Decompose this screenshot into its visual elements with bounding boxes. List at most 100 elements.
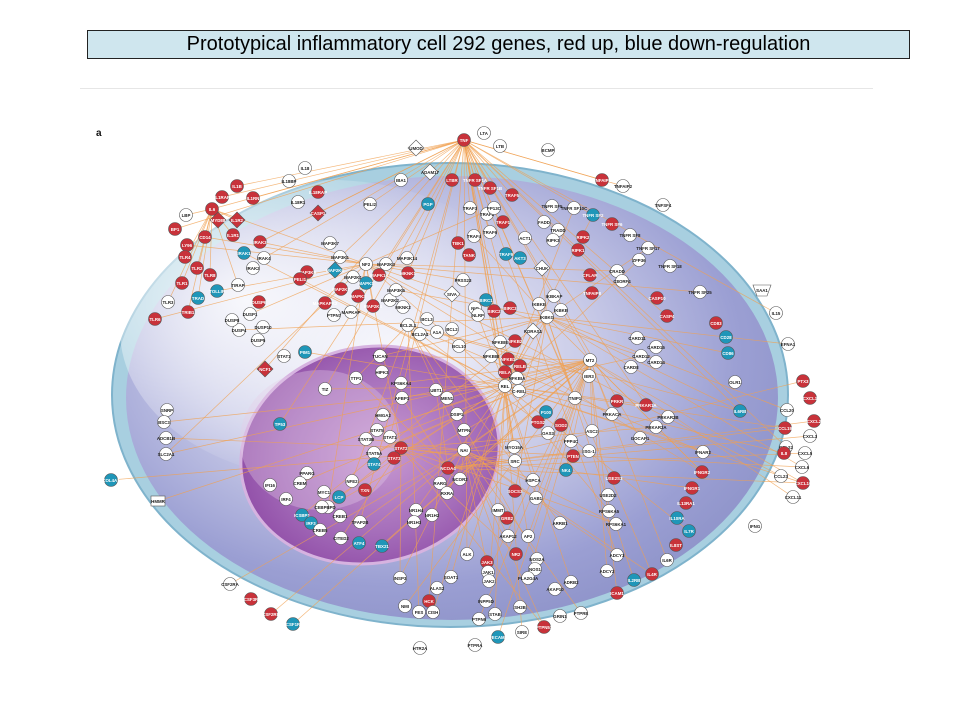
gene-node-ncoa4[interactable]: NCOA4 <box>440 461 456 475</box>
gene-node-sire[interactable]: SIRE <box>515 625 529 639</box>
gene-node-fp13c[interactable]: FP13C <box>487 201 502 215</box>
gene-node-peli2[interactable]: PELI2 <box>363 197 377 211</box>
gene-node-card15[interactable]: CARD15 <box>647 340 665 354</box>
gene-node-act1[interactable]: ACT1 <box>518 231 532 245</box>
gene-node-ptpn7[interactable]: PTPN7 <box>327 308 342 322</box>
gene-node-nlrp[interactable]: NLRP <box>471 308 485 322</box>
gene-node-adcy3[interactable]: ADCY3 <box>610 548 625 562</box>
gene-node-card14[interactable]: CARD14 <box>647 355 665 369</box>
gene-node-il1b[interactable]: IL1B <box>230 179 244 193</box>
gene-node-tradd[interactable]: TRADD <box>550 223 566 237</box>
gene-node-ptpre[interactable]: PTPRE <box>574 606 589 620</box>
gene-node-pim1[interactable]: PIM1 <box>298 345 312 359</box>
gene-node-c-rel[interactable]: C-REL <box>512 384 526 398</box>
gene-node-ncf1[interactable]: NCF1 <box>256 360 274 378</box>
gene-node-p100[interactable]: P100 <box>539 405 553 419</box>
gene-node-icam1[interactable]: ICAM1 <box>610 586 624 600</box>
gene-node-bcl2l1[interactable]: BCL2L1 <box>400 318 417 332</box>
gene-node-gab1[interactable]: GAB1 <box>529 491 543 505</box>
gene-node-fadd[interactable]: FADD <box>537 215 551 229</box>
gene-node-il2rb[interactable]: IL2RB <box>627 573 641 587</box>
gene-node-tnip1[interactable]: TNIP1 <box>568 391 582 405</box>
gene-node-tnfr-sf25[interactable]: TNFR SF25 <box>688 285 712 299</box>
gene-node-ikbke[interactable]: IKBKE <box>532 297 546 311</box>
gene-node-cd83[interactable]: CD83 <box>709 316 723 330</box>
gene-node-mt2[interactable]: MT2 <box>583 353 597 367</box>
gene-node-prss23[interactable]: PRSS23 <box>455 273 472 287</box>
gene-node-tnfsf4[interactable]: TNFSF4 <box>655 198 672 212</box>
gene-node-irak3[interactable]: IRAK3 <box>253 235 267 249</box>
gene-node-map3k14[interactable]: MAP3K14 <box>397 251 418 265</box>
gene-node-prkar1a[interactable]: PRKAR1A <box>635 398 657 412</box>
gene-node-asc2[interactable]: ASC2 <box>585 424 599 438</box>
gene-node-tnfaip8[interactable]: TNFAIP8 <box>583 286 602 300</box>
gene-node-siva[interactable]: SIVA <box>443 285 461 303</box>
gene-node-il6r[interactable]: IL6R <box>660 553 674 567</box>
gene-node-icsbp1[interactable]: ICSBP1 <box>294 508 310 522</box>
gene-node-dsip1[interactable]: DSIP1 <box>450 407 464 421</box>
gene-node-irak1[interactable]: IRAK1 <box>237 246 251 260</box>
gene-node-il13ra1[interactable]: IL13RA1 <box>677 496 695 510</box>
gene-node-tbx21[interactable]: TBX21 <box>375 539 389 553</box>
gene-node-il18r1[interactable]: IL18R1 <box>291 195 306 209</box>
gene-node-lcp[interactable]: LCP <box>332 490 346 504</box>
gene-node-cxcl5[interactable]: CXCL5 <box>798 446 813 460</box>
gene-node-nfkbia[interactable]: NFKBIA <box>509 371 526 385</box>
gene-node-ncor2[interactable]: NCOR2 <box>452 472 468 486</box>
gene-node-card12[interactable]: CARD12 <box>632 349 650 363</box>
gene-node-casp1[interactable]: CASP1 <box>309 204 327 222</box>
gene-node-tnfr-sf2[interactable]: TNFR SF2 <box>583 208 605 222</box>
gene-node-cited2[interactable]: CITED2 <box>333 531 349 545</box>
gene-node-rarg[interactable]: RARG <box>433 476 448 490</box>
gene-node-efna1[interactable]: EFNA1 <box>781 337 796 351</box>
gene-node-irak4[interactable]: IRAK4 <box>257 251 271 265</box>
gene-node-use2d2[interactable]: USE2D2 <box>599 488 617 502</box>
gene-node-ifngr1[interactable]: IFNGR1 <box>684 481 701 495</box>
gene-node-peli1[interactable]: PELI1 <box>293 272 307 286</box>
gene-node-tlr2[interactable]: TLR2 <box>190 261 204 275</box>
gene-node-lta[interactable]: LTA <box>477 126 491 140</box>
gene-node-olr1[interactable]: OLR1 <box>728 375 742 389</box>
gene-node-traf9[interactable]: TRAF9 <box>499 247 514 261</box>
gene-node-ifi16[interactable]: IFI16 <box>263 478 277 492</box>
gene-node-tiz[interactable]: TIZ <box>318 382 332 396</box>
gene-node-cxcl2[interactable]: CXCL2 <box>807 414 822 428</box>
gene-node-il8[interactable]: IL8 <box>777 446 791 460</box>
gene-node-ptgs2[interactable]: PTGS2 <box>531 415 546 429</box>
gene-node-traf1[interactable]: TRAF1 <box>496 215 511 229</box>
gene-node-dusp8[interactable]: DUSP8 <box>225 313 240 327</box>
gene-node-adrb2[interactable]: ADRB2 <box>563 575 579 589</box>
gene-node-crem[interactable]: CREM <box>293 476 307 490</box>
gene-node-rxra[interactable]: RXRA <box>440 486 455 500</box>
gene-node-cxcl1[interactable]: CXCL1 <box>803 391 818 405</box>
gene-node-umod[interactable]: UMOD <box>407 139 425 157</box>
gene-node-cd86[interactable]: CD86 <box>721 346 735 360</box>
gene-node-fes[interactable]: FES <box>412 605 426 619</box>
gene-node-tnf[interactable]: TNF <box>457 133 471 147</box>
gene-node-mknk2[interactable]: MKNK2 <box>395 300 411 314</box>
gene-node-map3k5[interactable]: MAP3K5 <box>387 283 405 297</box>
gene-node-hmga2[interactable]: HMGA2 <box>375 408 391 422</box>
gene-node-nf2[interactable]: NF2 <box>359 257 373 271</box>
gene-node-tnfaip2[interactable]: TNFAIP2 <box>614 179 633 193</box>
gene-node-tnfr-sf6[interactable]: TNFR SF6 <box>602 217 624 231</box>
gene-node-cflar[interactable]: CFLAR <box>583 268 599 282</box>
gene-node-tnfr-sf1b[interactable]: TNFR SF1B <box>478 181 502 195</box>
gene-node-cebpb[interactable]: CEBPB <box>314 500 330 514</box>
gene-node-prkar2a[interactable]: PRKAR2A <box>645 420 667 434</box>
gene-node-irf4[interactable]: IRF4 <box>279 492 293 506</box>
gene-node-tlr6[interactable]: TLR6 <box>148 312 162 326</box>
gene-node-casp4[interactable]: CASP4 <box>660 309 675 323</box>
gene-node-src[interactable]: SRC <box>508 454 522 468</box>
gene-node-bsc3[interactable]: BSC3 <box>157 415 171 429</box>
gene-node-c8orf4[interactable]: C8ORF4 <box>613 274 631 288</box>
gene-node-pparg[interactable]: PPARG <box>299 466 315 480</box>
gene-node-ccl23[interactable]: CCL23 <box>774 469 789 483</box>
gene-node-myc1[interactable]: MYC1 <box>317 485 331 499</box>
gene-node-ccl20[interactable]: CCL20 <box>780 403 795 417</box>
gene-node-myd88[interactable]: MYD88 <box>209 211 227 229</box>
gene-node-irf3[interactable]: IRF3 <box>304 516 318 530</box>
gene-node-dusp4[interactable]: DUSP4 <box>232 323 247 337</box>
gene-node-irak2[interactable]: IRAK2 <box>246 261 260 275</box>
gene-node-inpp5d[interactable]: INPP5D <box>478 594 494 608</box>
